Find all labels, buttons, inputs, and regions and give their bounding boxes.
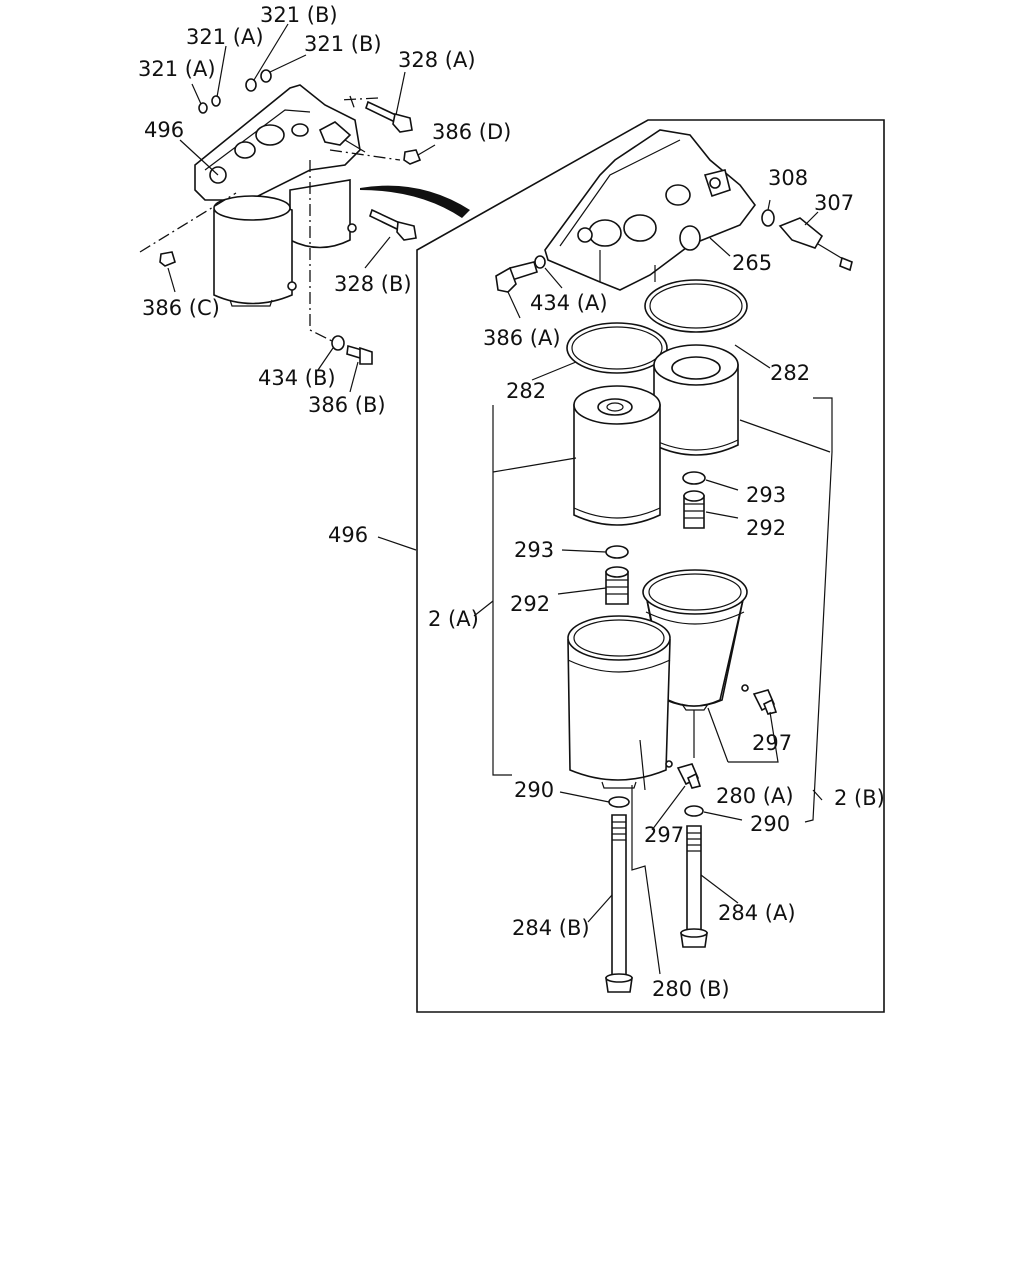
bolt-328b <box>369 208 417 241</box>
center-bolt-284a <box>680 825 708 948</box>
label-282-right: 282 <box>770 361 810 385</box>
label-293-left: 293 <box>514 538 554 562</box>
label-307: 307 <box>814 191 854 215</box>
gasket-282-right <box>644 279 748 333</box>
label-297-left: 297 <box>644 823 684 847</box>
assembled-filter-view <box>139 23 470 393</box>
bolt-386b <box>346 344 373 365</box>
washer-290-left <box>608 796 630 808</box>
o-ring-321a-2 <box>211 95 221 107</box>
bolt-386a <box>495 261 538 293</box>
o-ring-434a <box>534 255 546 269</box>
nut-386d <box>403 149 422 165</box>
washer-290-right <box>684 805 704 817</box>
label-297-right: 297 <box>752 731 792 755</box>
label-321a-2: 321 (A) <box>138 57 216 81</box>
label-434b: 434 (B) <box>258 366 336 390</box>
label-2a: 2 (A) <box>428 607 479 631</box>
fitting-307 <box>778 217 853 272</box>
label-386b: 386 (B) <box>308 393 386 417</box>
drain-plug-297-left <box>676 763 702 789</box>
label-284b: 284 (B) <box>512 916 590 940</box>
label-265: 265 <box>732 251 772 275</box>
gasket-282-left <box>566 322 668 374</box>
o-ring-434b <box>331 335 345 351</box>
spring-292-left <box>605 566 629 605</box>
label-321b-2: 321 (B) <box>304 32 382 56</box>
label-496-main: 496 <box>328 523 368 547</box>
label-328b: 328 (B) <box>334 272 412 296</box>
detail-arrow <box>360 185 470 218</box>
washer-293-right <box>682 471 706 485</box>
label-321b-top: 321 (B) <box>260 3 338 27</box>
label-386d: 386 (D) <box>432 120 511 144</box>
bowl-280b <box>567 615 673 789</box>
bowl-280a <box>642 569 749 711</box>
label-434a: 434 (A) <box>530 291 608 315</box>
filter-element-left <box>573 385 661 526</box>
label-386a: 386 (A) <box>483 326 561 350</box>
label-282-left: 282 <box>506 379 546 403</box>
detail-frame <box>416 119 885 1013</box>
label-293-right: 293 <box>746 483 786 507</box>
o-ring-321b-2 <box>260 69 272 83</box>
label-290-right: 290 <box>750 812 790 836</box>
filter-element-right <box>653 344 739 456</box>
label-496-top: 496 <box>144 118 184 142</box>
nut-386c <box>159 251 176 267</box>
label-292-left: 292 <box>510 592 550 616</box>
o-ring-321b-1 <box>245 78 257 92</box>
spring-292-right <box>683 490 705 529</box>
label-321a-top: 321 (A) <box>186 25 264 49</box>
drain-plug-297-right <box>752 689 778 715</box>
label-290-left: 290 <box>514 778 554 802</box>
label-308: 308 <box>768 166 808 190</box>
o-ring-321a-1 <box>198 102 208 114</box>
label-386c: 386 (C) <box>142 296 220 320</box>
center-bolt-284b <box>605 814 633 993</box>
label-292-right: 292 <box>746 516 786 540</box>
filter-head-265 <box>544 129 756 291</box>
label-328a: 328 (A) <box>398 48 476 72</box>
label-280a: 280 (A) <box>716 784 794 808</box>
label-280b: 280 (B) <box>652 977 730 1001</box>
bolt-328a <box>365 100 413 133</box>
washer-293-left <box>605 545 629 559</box>
label-284a: 284 (A) <box>718 901 796 925</box>
o-ring-308 <box>761 209 775 227</box>
label-2b: 2 (B) <box>834 786 885 810</box>
